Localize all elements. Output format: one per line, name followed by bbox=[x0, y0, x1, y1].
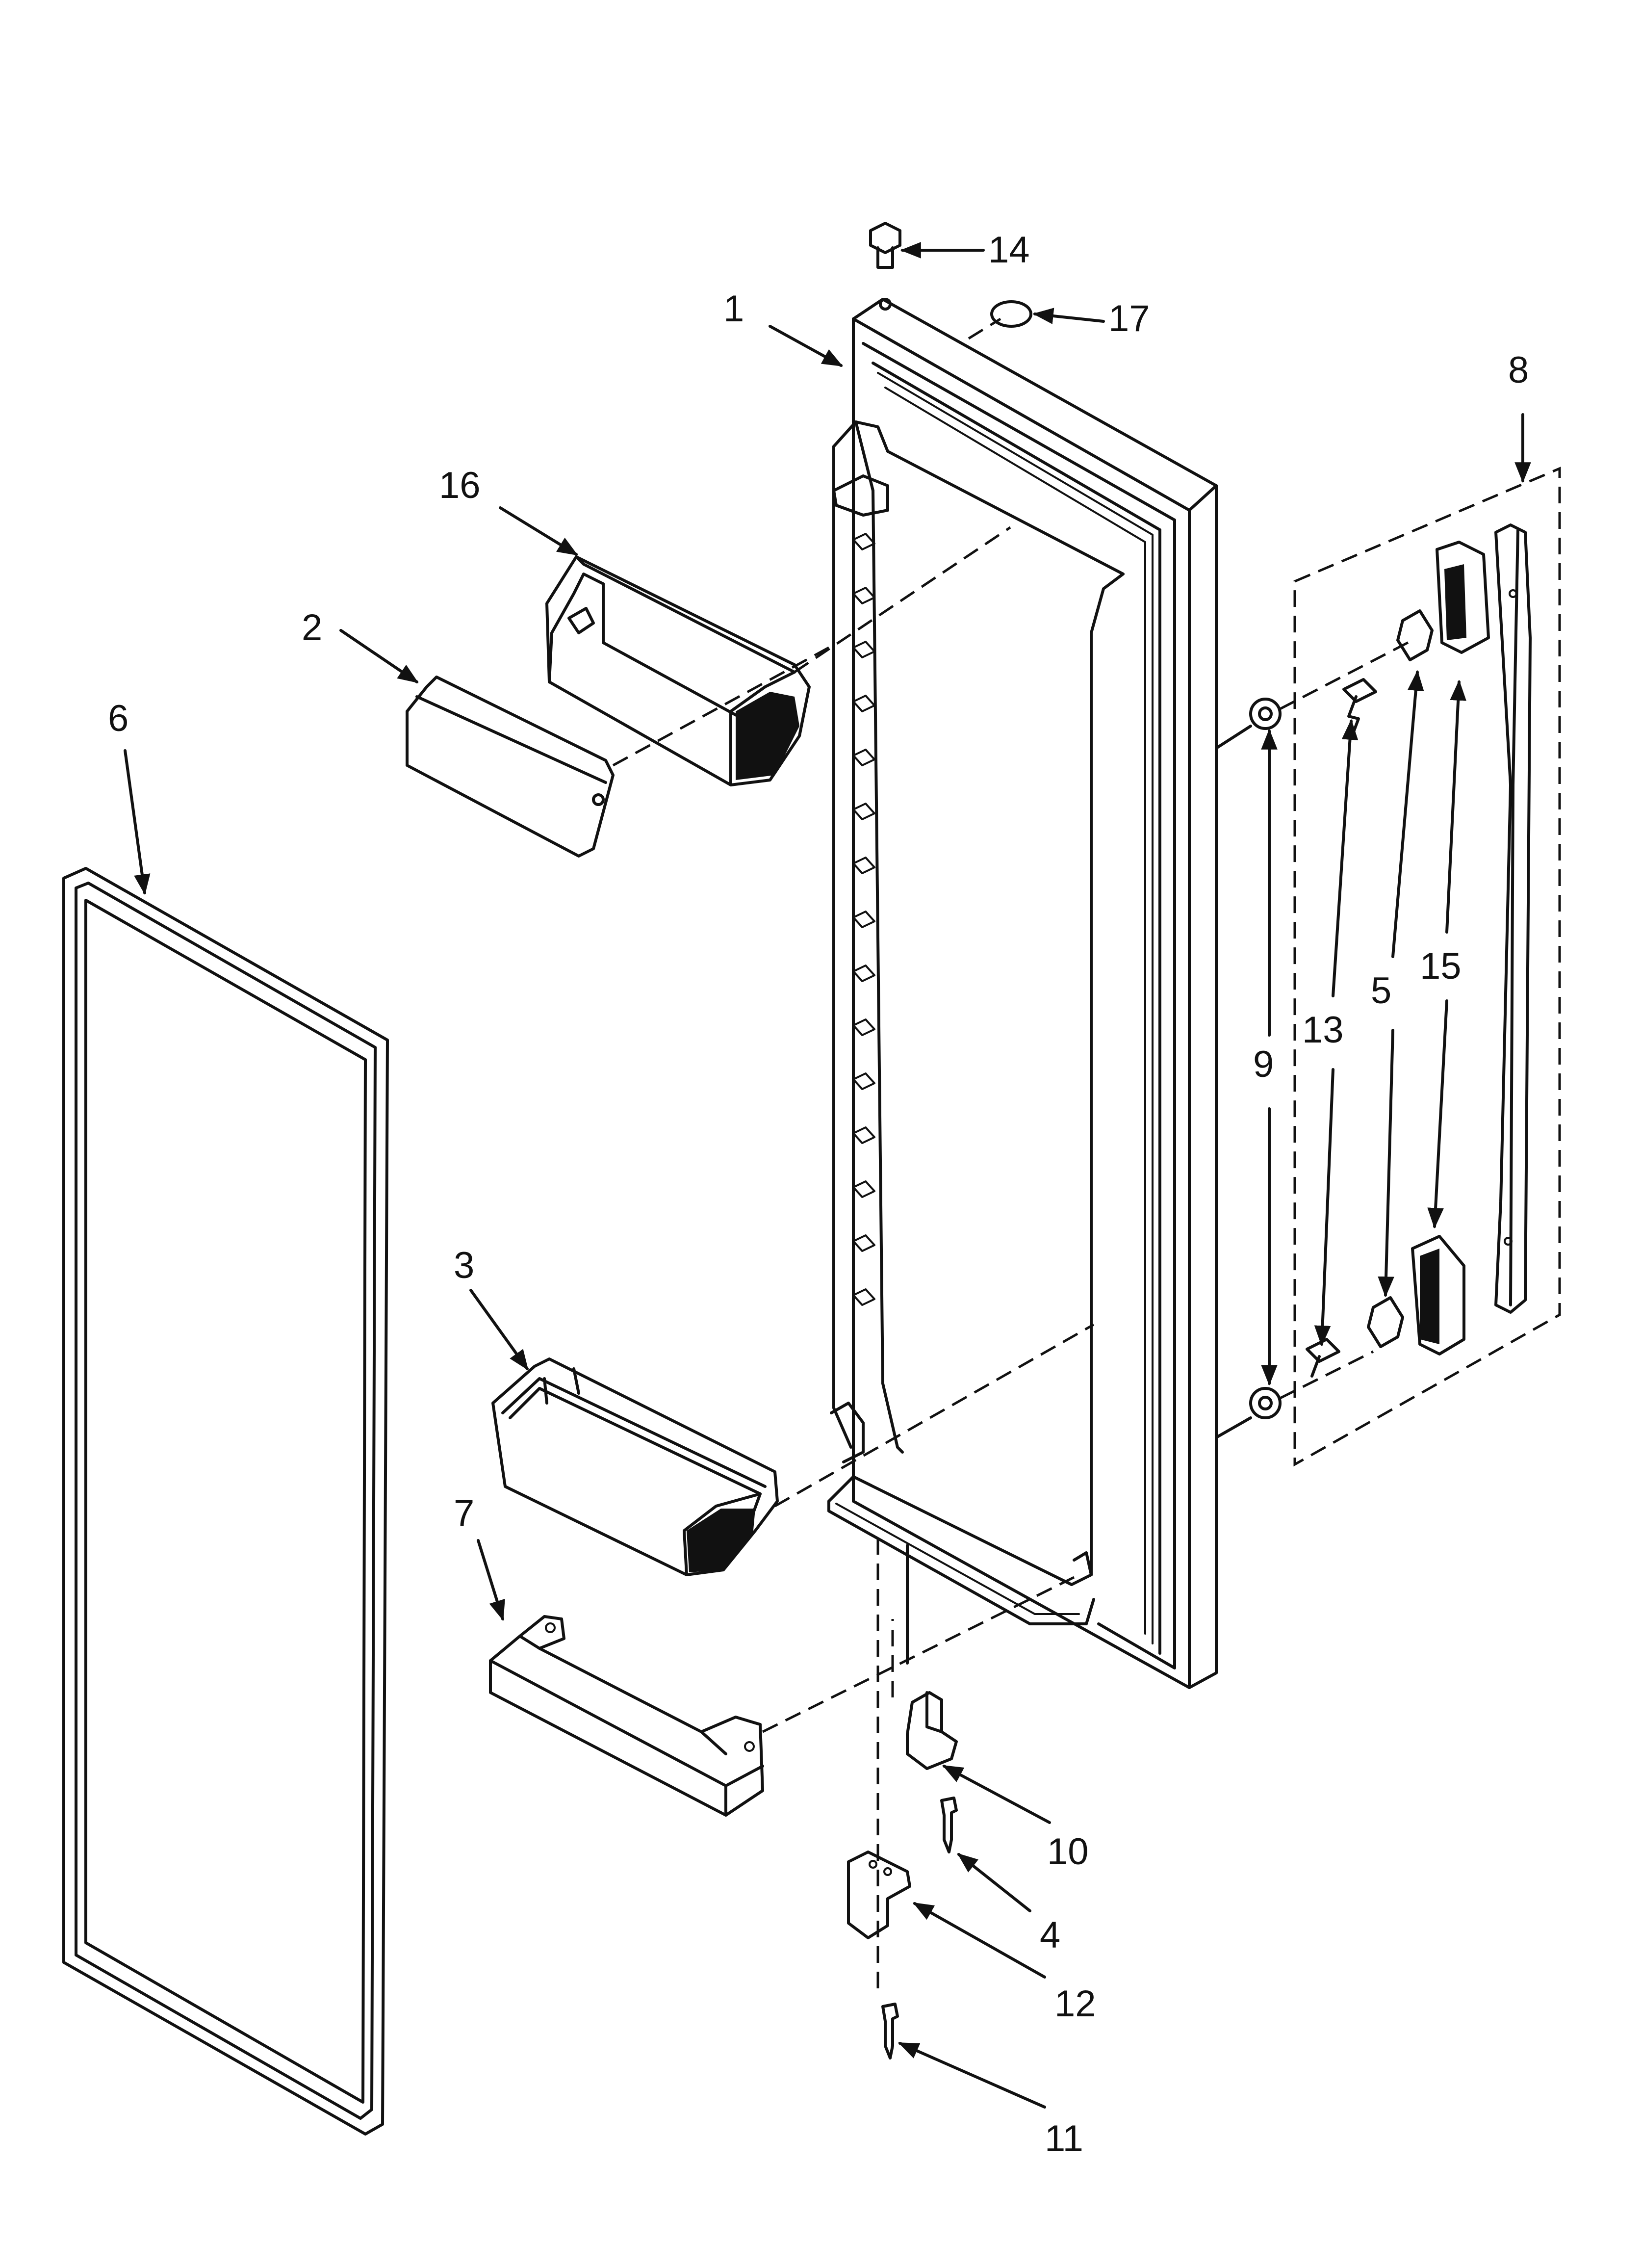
shelf-pegs bbox=[852, 533, 875, 1306]
hole-plug bbox=[990, 300, 1032, 328]
handle-assembly bbox=[1293, 467, 1561, 1467]
callout-5: 5 bbox=[1371, 970, 1391, 1012]
callout-11: 11 bbox=[1045, 2118, 1083, 2160]
door-gasket bbox=[62, 867, 389, 2136]
callout-3: 3 bbox=[454, 1245, 474, 1286]
callout-15: 15 bbox=[1420, 945, 1462, 987]
callout-arrows bbox=[124, 242, 1531, 2109]
dairy-compartment bbox=[545, 555, 811, 786]
callout-labels: 1 2 3 4 5 6 7 8 9 10 11 12 13 14 15 16 1… bbox=[108, 229, 1529, 2160]
bottom-hinge-hardware bbox=[847, 1538, 958, 2059]
handle-hardware bbox=[1215, 609, 1434, 1439]
callout-17: 17 bbox=[1108, 298, 1150, 339]
callout-6: 6 bbox=[108, 698, 128, 739]
door-shelf-rail bbox=[489, 1615, 764, 1817]
hinge-pin-top bbox=[869, 222, 901, 311]
door-bin bbox=[491, 1357, 779, 1576]
callout-1: 1 bbox=[723, 288, 744, 330]
dairy-door bbox=[406, 676, 615, 858]
callout-10: 10 bbox=[1047, 1831, 1089, 1873]
door-assembly bbox=[827, 298, 1218, 1689]
callout-2: 2 bbox=[302, 607, 322, 649]
callout-8: 8 bbox=[1508, 349, 1529, 391]
callout-9: 9 bbox=[1253, 1043, 1274, 1085]
callout-14: 14 bbox=[988, 229, 1030, 271]
callout-13: 13 bbox=[1302, 1009, 1344, 1051]
callout-12: 12 bbox=[1054, 1983, 1096, 2025]
callout-4: 4 bbox=[1040, 1914, 1060, 1956]
callout-7: 7 bbox=[454, 1492, 474, 1534]
callout-16: 16 bbox=[439, 465, 481, 506]
alignment-lines bbox=[612, 317, 1095, 1733]
